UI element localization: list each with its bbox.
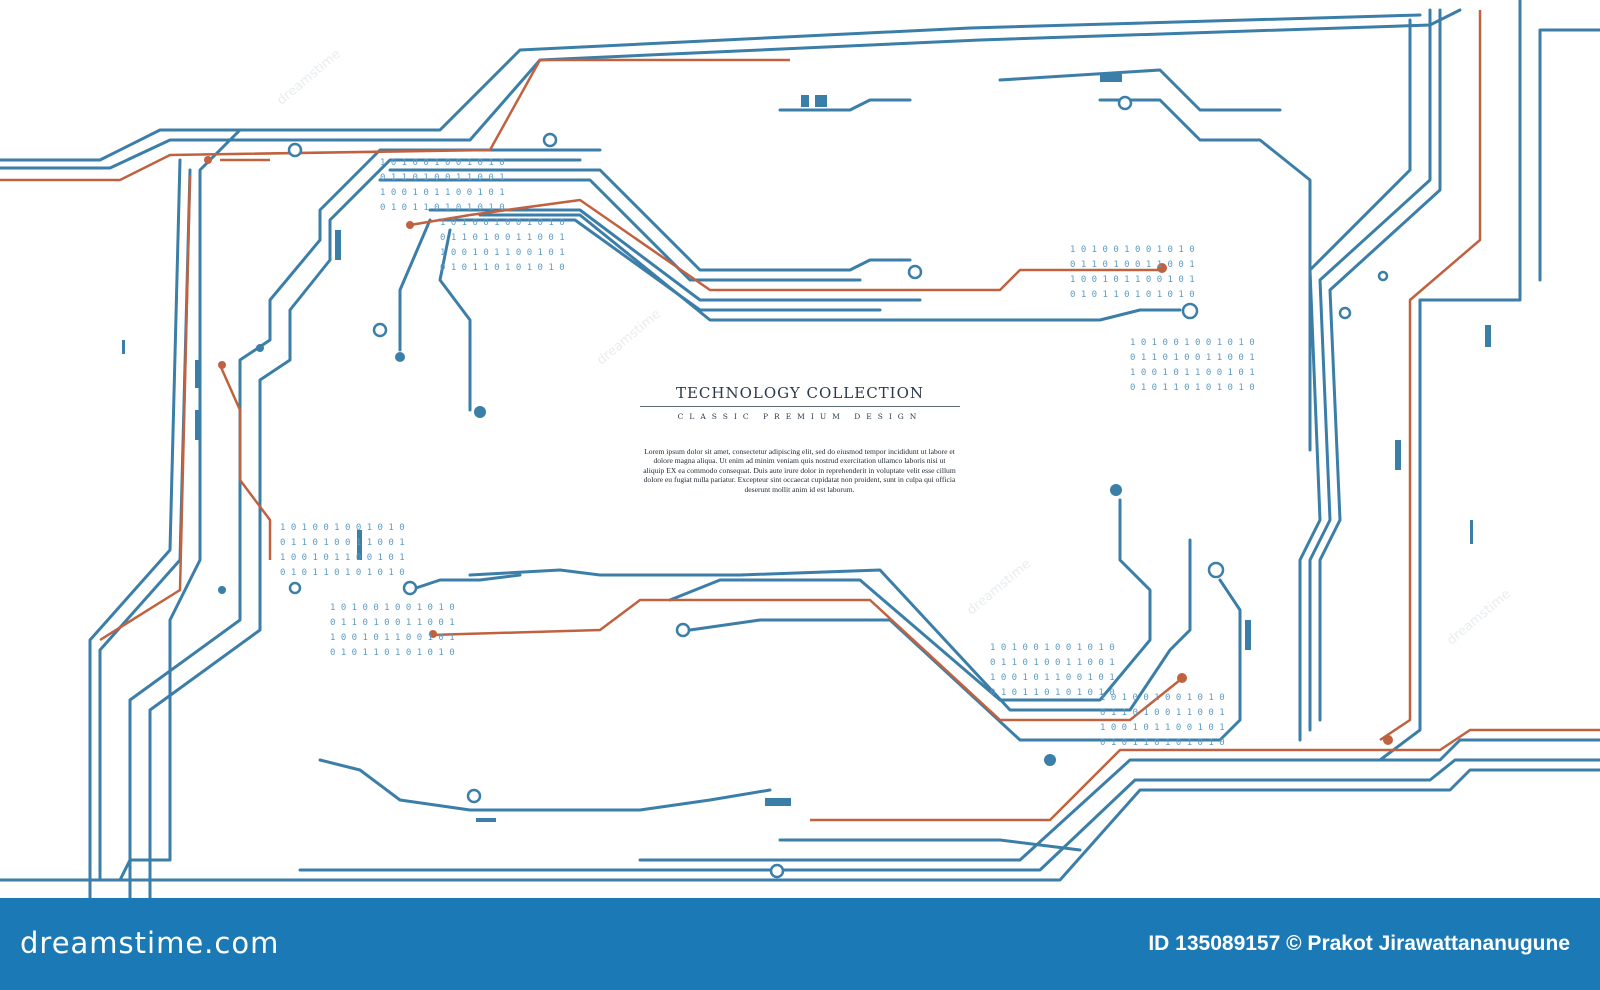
trace-endpoints [218, 344, 1122, 766]
binary-row: 0 1 0 1 1 0 1 0 1 0 1 0 [280, 568, 405, 578]
headline-block: TECHNOLOGY COLLECTION CLASSIC PREMIUM DE… [640, 384, 960, 421]
trace-rings [287, 95, 1389, 879]
red-endpoints [204, 156, 1393, 745]
binary-row: 1 0 0 1 0 1 1 0 0 1 0 1 [1130, 368, 1255, 378]
binary-row: 1 0 0 1 0 1 1 0 0 1 0 1 [1100, 723, 1225, 733]
placeholder-paragraph: Lorem ipsum dolor sit amet, consectetur … [643, 447, 956, 494]
blue-traces [0, 0, 1600, 898]
binary-row: 1 0 1 0 0 1 0 0 1 0 1 0 [990, 643, 1115, 653]
binary-row: 0 1 1 0 1 0 0 1 1 0 0 1 [440, 233, 565, 243]
binary-row: 0 1 1 0 1 0 0 1 1 0 0 1 [380, 173, 505, 183]
binary-row: 0 1 0 1 1 0 1 0 1 0 1 0 [990, 688, 1115, 698]
binary-row: 1 0 1 0 0 1 0 0 1 0 1 0 [280, 523, 405, 533]
binary-row: 1 0 1 0 0 1 0 0 1 0 1 0 [1130, 338, 1255, 348]
circuit-board-artwork: 1 0 1 0 0 1 0 0 1 0 1 0 0 1 1 0 1 0 0 1 1… [0, 0, 1600, 898]
binary-row: 0 1 0 1 1 0 1 0 1 0 1 0 [330, 648, 455, 658]
binary-row: 1 0 0 1 0 1 1 0 0 1 0 1 [380, 188, 505, 198]
binary-row: 0 1 0 1 1 0 1 0 1 0 1 0 [440, 263, 565, 273]
binary-row: 1 0 0 1 0 1 1 0 0 1 0 1 [1070, 275, 1195, 285]
binary-row: 0 1 1 0 1 0 0 1 1 0 0 1 [990, 658, 1115, 668]
chip-blocks [122, 74, 1491, 822]
binary-row: 1 0 1 0 0 1 0 0 1 0 1 0 [380, 158, 505, 168]
site-logo[interactable]: dreamstime.com [20, 926, 280, 960]
binary-row: 0 1 0 1 1 0 1 0 1 0 1 0 [1070, 290, 1195, 300]
headline-divider [640, 406, 960, 407]
binary-row: 0 1 1 0 1 0 0 1 1 0 0 1 [1100, 708, 1225, 718]
binary-row: 1 0 1 0 0 1 0 0 1 0 1 0 [440, 218, 565, 228]
binary-row: 0 1 0 1 1 0 1 0 1 0 1 0 [380, 203, 505, 213]
binary-row: 1 0 0 1 0 1 1 0 0 1 0 1 [330, 633, 455, 643]
binary-row: 0 1 0 1 1 0 1 0 1 0 1 0 [1100, 738, 1225, 748]
binary-row: 0 1 1 0 1 0 0 1 1 0 0 1 [280, 538, 405, 548]
headline-title: TECHNOLOGY COLLECTION [675, 384, 925, 402]
binary-row: 1 0 1 0 0 1 0 0 1 0 1 0 [330, 603, 455, 613]
red-traces [0, 10, 1600, 822]
binary-row: 0 1 1 0 1 0 0 1 1 0 0 1 [1070, 260, 1195, 270]
binary-fields: 1 0 1 0 0 1 0 0 1 0 1 0 0 1 1 0 1 0 0 1 1… [280, 158, 1255, 748]
binary-row: 0 1 1 0 1 0 0 1 1 0 0 1 [330, 618, 455, 628]
binary-row: 1 0 1 0 0 1 0 0 1 0 1 0 [1100, 693, 1225, 703]
binary-row: 0 1 1 0 1 0 0 1 1 0 0 1 [1130, 353, 1255, 363]
binary-row: 1 0 0 1 0 1 1 0 0 1 0 1 [280, 553, 405, 563]
binary-row: 0 1 0 1 1 0 1 0 1 0 1 0 [1130, 383, 1255, 393]
binary-row: 1 0 1 0 0 1 0 0 1 0 1 0 [1070, 245, 1195, 255]
binary-row: 1 0 0 1 0 1 1 0 0 1 0 1 [440, 248, 565, 258]
image-credit: ID 135089157 © Prakot Jirawattananugune [1148, 932, 1570, 955]
footer-bar: dreamstime.com ID 135089157 © Prakot Jir… [0, 898, 1600, 990]
headline-subtitle: CLASSIC PREMIUM DESIGN [677, 412, 923, 421]
binary-row: 1 0 0 1 0 1 1 0 0 1 0 1 [990, 673, 1115, 683]
